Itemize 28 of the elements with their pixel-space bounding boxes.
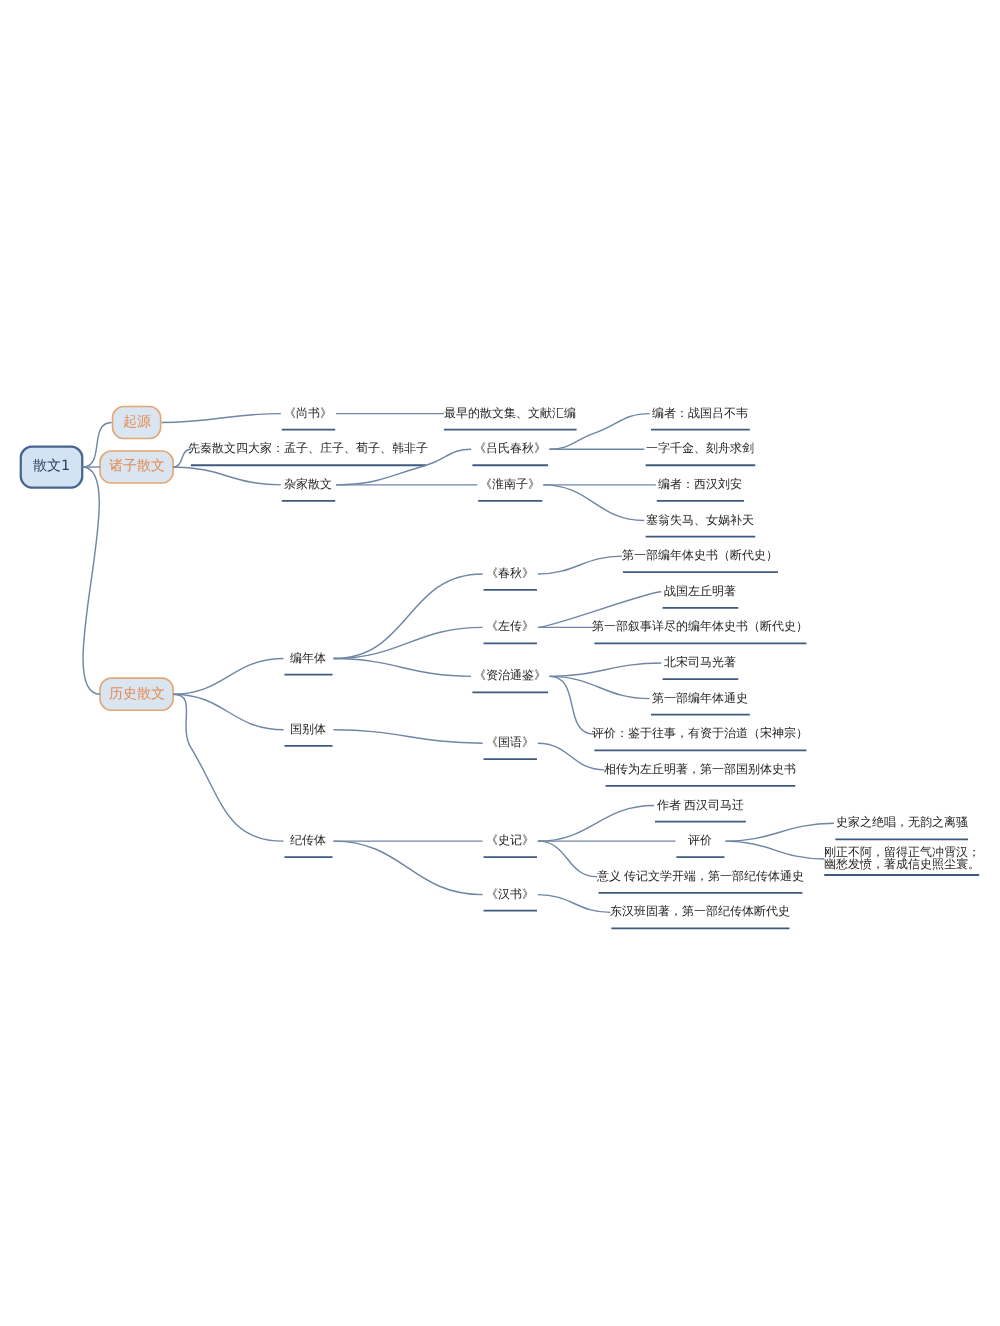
connector (81, 421, 113, 468)
connector (172, 448, 192, 468)
connector (332, 729, 484, 744)
connector (537, 742, 605, 771)
connector (335, 412, 445, 415)
connector (548, 675, 596, 735)
connector (724, 840, 825, 860)
connector (724, 822, 835, 842)
connector (537, 555, 623, 575)
connector (335, 484, 478, 486)
connector (537, 626, 596, 629)
connector (537, 591, 662, 629)
connector (81, 466, 101, 468)
connector (332, 840, 484, 896)
connector (537, 893, 612, 914)
connector (172, 657, 285, 695)
connector (548, 412, 651, 450)
connector (332, 840, 484, 842)
connector (537, 840, 598, 878)
connector (548, 662, 662, 678)
connector (172, 693, 285, 842)
connector (81, 466, 101, 695)
connector (548, 448, 645, 450)
connector (542, 484, 645, 522)
connector (160, 412, 282, 424)
connector (537, 840, 677, 842)
connector (172, 466, 282, 486)
connector (332, 657, 472, 678)
